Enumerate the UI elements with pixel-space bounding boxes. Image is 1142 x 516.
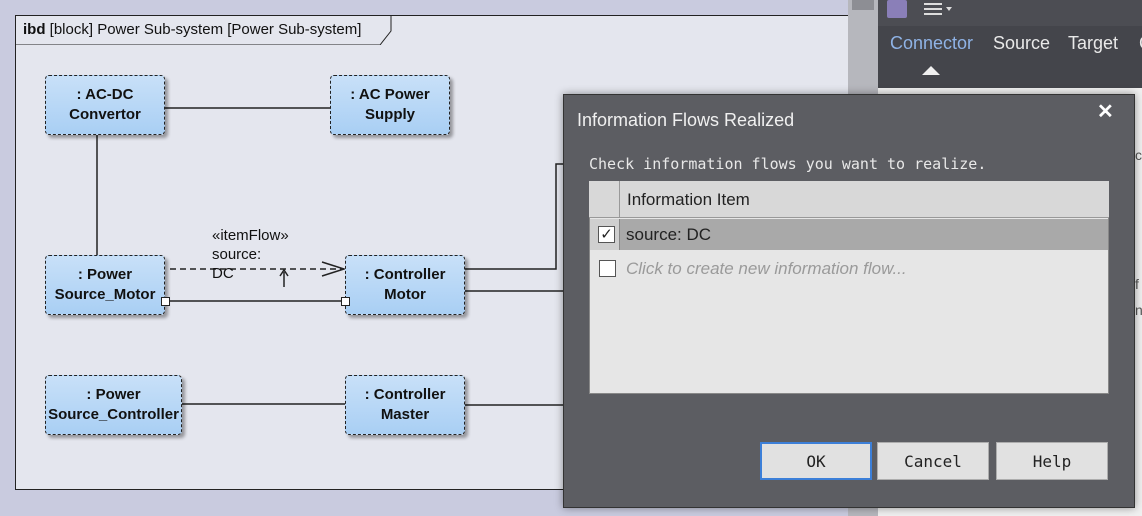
side-fragment: n (1135, 302, 1142, 318)
block-controller-motor[interactable]: : Controller Motor (345, 255, 465, 315)
block-acdc-convertor[interactable]: : AC-DC Convertor (45, 75, 165, 135)
block-label: : AC-DC Convertor (69, 86, 141, 123)
row-checkbox[interactable]: ✓ (598, 226, 615, 243)
item-flow-text: «itemFlow» source: DC (212, 227, 289, 282)
connector-ctrlmotor-out1 (465, 163, 563, 270)
block-label: : Power Source_Controller (48, 386, 179, 423)
tab-connector[interactable]: Connector (890, 33, 974, 53)
new-row-checkbox[interactable] (599, 260, 616, 277)
menu-icon (924, 3, 942, 5)
table-row-selected[interactable] (590, 219, 1108, 250)
frame-title: ibd [block] Power Sub-system [Power Sub-… (23, 21, 361, 38)
header-separator (619, 181, 620, 218)
frame-name: [block] Power Sub-system [Power Sub-syst… (49, 21, 362, 38)
port-ctrlmotor[interactable] (341, 297, 350, 306)
list-header (589, 181, 1109, 218)
item-flow-arrowhead (321, 261, 347, 277)
help-button[interactable]: Help (996, 442, 1108, 480)
properties-tabs (878, 26, 1142, 88)
column-header-information-item[interactable]: Information Item (627, 190, 750, 209)
block-power-source-controller[interactable]: : Power Source_Controller (45, 375, 182, 435)
tab-more[interactable]: C (1139, 33, 1142, 54)
frame-header-tab (15, 15, 392, 45)
new-row-placeholder[interactable]: Click to create new information flow... (626, 259, 907, 278)
tab-target[interactable]: Target (1068, 33, 1119, 53)
block-label: : Controller Motor (364, 266, 446, 303)
block-power-source-motor[interactable]: : Power Source_Motor (45, 255, 165, 315)
dialog-title: Information Flows Realized (577, 110, 795, 130)
tab-source[interactable]: Source (993, 33, 1051, 53)
frame-kind: ibd (23, 21, 46, 38)
dropdown-icon (946, 7, 952, 11)
block-label: : AC Power Supply (350, 86, 430, 123)
item-flow-label[interactable]: «itemFlow» source: DC (212, 226, 302, 283)
scrollbar-thumb[interactable] (852, 0, 874, 10)
block-label: : Controller Master (364, 386, 446, 423)
side-fragment: f (1135, 276, 1139, 292)
dialog-prompt: Check information flows you want to real… (589, 155, 987, 173)
cursor-arrow (279, 268, 289, 277)
row-label[interactable]: source: DC (626, 225, 712, 244)
block-controller-master[interactable]: : Controller Master (345, 375, 465, 435)
connector-lines (96, 107, 563, 406)
toolbar-icons (887, 0, 952, 18)
save-icon (887, 0, 907, 18)
block-ac-power-supply[interactable]: : AC Power Supply (330, 75, 450, 135)
close-icon[interactable]: ✕ (1097, 101, 1114, 123)
ok-button[interactable]: OK (760, 442, 872, 480)
port-psmotor[interactable] (161, 297, 170, 306)
properties-toolbar (878, 0, 1142, 26)
cancel-button[interactable]: Cancel (877, 442, 989, 480)
active-tab-indicator (922, 66, 940, 75)
block-label: : Power Source_Motor (54, 266, 156, 303)
side-fragment: c (1135, 147, 1142, 163)
